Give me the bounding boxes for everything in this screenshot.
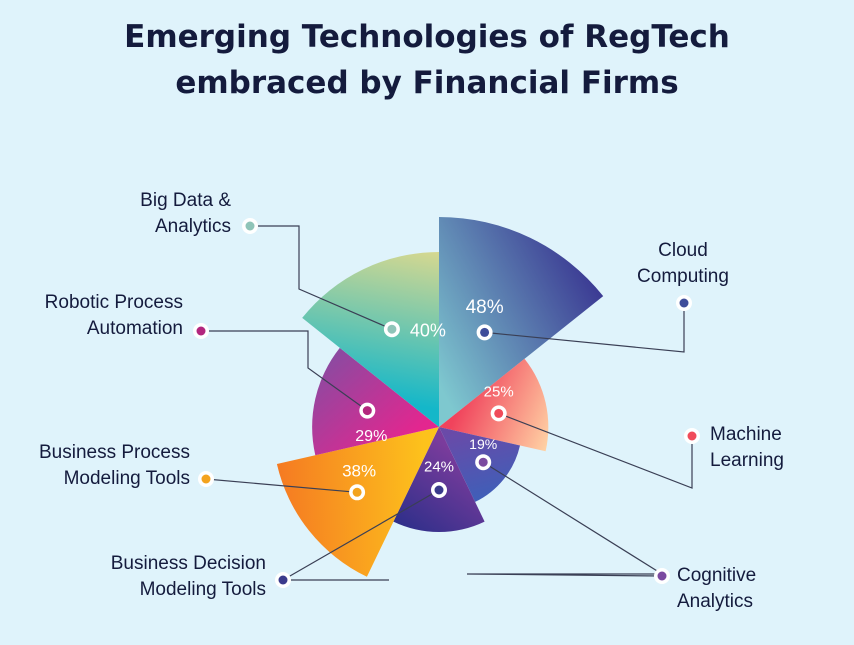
slice-category-line: Automation <box>87 318 183 339</box>
pie-slice <box>393 427 485 533</box>
legend-dot-core <box>679 298 689 308</box>
slice-value-label: 19% <box>469 436 497 452</box>
slice-marker-core <box>387 324 397 334</box>
slice-category-line: Analytics <box>155 216 231 237</box>
leader-line <box>280 489 440 581</box>
leader-line <box>484 303 685 353</box>
slice-value-label: 40% <box>410 321 446 341</box>
leaders-layer <box>201 225 693 581</box>
slices-layer <box>276 217 604 577</box>
chart-title: Emerging Technologies of RegTech embrace… <box>0 14 854 106</box>
legend-dot-core <box>201 474 211 484</box>
pie-slice <box>312 347 439 456</box>
slice-category-line: Big Data & <box>140 190 231 211</box>
slice-category-line: Machine <box>710 424 782 445</box>
slice-marker-core <box>480 327 490 337</box>
slice-marker-core <box>434 485 444 495</box>
slice-category-line: Business Decision <box>111 553 266 574</box>
slice-marker-core <box>478 457 488 467</box>
pie-slice <box>439 217 604 427</box>
leader-line <box>250 225 393 330</box>
markers-layer <box>193 218 700 588</box>
slice-category-line: Cognitive <box>677 565 756 586</box>
slice-category-line: Computing <box>637 266 729 287</box>
slice-marker-core <box>494 408 504 418</box>
slice-marker-core <box>362 406 372 416</box>
slice-category-line: Analytics <box>677 591 753 612</box>
slice-value-label: 29% <box>355 428 387 445</box>
slice-category-line: Modeling Tools <box>64 468 190 489</box>
slice-category-label: Big Data & Analytics <box>140 190 231 237</box>
legend-dot-core <box>657 571 667 581</box>
leader-line <box>205 478 358 493</box>
leader-line <box>201 330 368 412</box>
chart-title-line-2: embraced by Financial Firms <box>175 65 679 101</box>
slice-category-line: Business Process <box>39 442 190 463</box>
slice-value-label: 38% <box>342 461 376 480</box>
legend-dot-core <box>687 431 697 441</box>
leader-line <box>498 412 693 489</box>
legend-dot-core <box>196 326 206 336</box>
slice-marker-core <box>352 487 362 497</box>
chart-title-line-1: Emerging Technologies of RegTech <box>124 19 730 55</box>
slice-value-label: 48% <box>466 297 504 318</box>
slice-value-label: 24% <box>424 458 454 475</box>
slice-category-line: Robotic Process <box>45 292 183 313</box>
legend-dot-core <box>245 221 255 231</box>
slice-category-line: Cloud <box>658 240 708 261</box>
pie-slice <box>276 427 439 577</box>
pie-slice <box>439 358 549 452</box>
leader-line <box>466 461 665 577</box>
slice-value-label: 25% <box>484 384 514 401</box>
slice-category-line: Modeling Tools <box>140 579 266 600</box>
legend-dot-core <box>278 575 288 585</box>
slice-category-line: Learning <box>710 450 784 471</box>
pie-slice <box>302 252 439 427</box>
